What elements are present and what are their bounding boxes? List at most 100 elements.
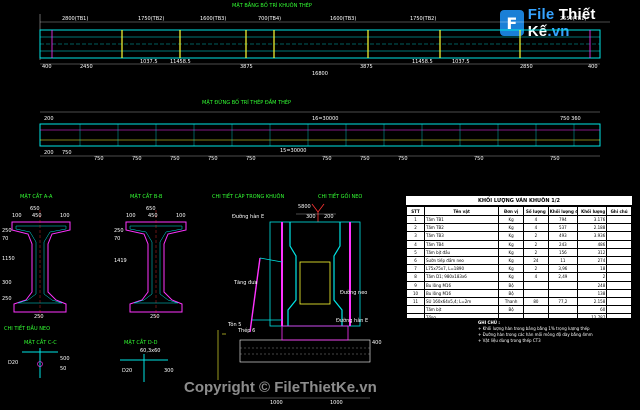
side-label: Đường hàn E — [232, 213, 264, 220]
section-b: 650 100 450 100 1419 250 70 250 — [114, 206, 187, 320]
table-header: Ghi chú — [606, 206, 632, 216]
dim-label: 1600(TB3) — [330, 16, 356, 22]
table-cell: 4 — [406, 239, 425, 249]
table-cell: 2 — [523, 247, 549, 257]
table-cell — [606, 231, 632, 241]
table-header: Khối lượng — [576, 206, 608, 216]
logo-suffix: Thiết Kế — [527, 6, 596, 40]
table-cell: Kg — [498, 247, 524, 257]
dim-label: 650 — [30, 206, 40, 212]
dim-label: 3875 — [360, 64, 373, 70]
dim-label: D20 — [8, 360, 18, 366]
table-cell: Kg — [498, 239, 524, 249]
dim-label: 11458.5 — [170, 59, 191, 65]
dim-label: 70 — [2, 236, 8, 242]
table-cell: Bộ — [498, 280, 524, 290]
table-header: Đơn vị — [498, 206, 524, 216]
dim-label: 200 — [44, 150, 54, 156]
dim-label: 400 — [42, 64, 52, 70]
table-cell: 537 — [547, 223, 579, 233]
table-cell: 156 — [547, 247, 579, 257]
dim-label: 750 360 — [560, 116, 581, 122]
table-cell: 138 — [576, 288, 608, 298]
dim-label: 1150 — [2, 256, 15, 262]
dim-label: 2850 — [520, 64, 533, 70]
dim-label: 750 — [398, 156, 408, 162]
dim-label: 100 — [176, 213, 186, 219]
dim-label: 400 — [372, 340, 382, 346]
table-cell: Kg — [498, 272, 524, 282]
dim-label: 11458.5 — [412, 59, 433, 65]
table-cell: 77,2 — [547, 296, 579, 307]
table-cell — [606, 247, 632, 257]
side-detail: 5800 300 200 Đường hàn E Tăng đưa Tôn 5 … — [217, 203, 382, 406]
table-cell — [606, 255, 632, 266]
dim-label: 3875 — [240, 64, 253, 70]
title-small-a: MẶT CẮT C-C — [24, 338, 57, 346]
dim-label: 250 — [114, 228, 124, 234]
side-label: Tăng đưa — [233, 280, 257, 286]
logo-brand: File — [527, 6, 555, 23]
table-cell: 243 — [547, 239, 579, 249]
title-small-b: MẶT CẮT D-D — [124, 338, 158, 346]
table-cell: 4 — [523, 272, 549, 282]
table-cell: 3 — [406, 231, 425, 241]
dim-label: 750 — [322, 156, 332, 162]
table-cell: 2.188 — [576, 223, 608, 233]
table-body: STT Tên vật Đơn vị Số lượng Khối lượng đ… — [406, 206, 632, 323]
table-cell: Kg — [498, 231, 524, 241]
table-cell: 4 — [523, 214, 549, 225]
table-cell: 18 — [576, 264, 608, 274]
side-label: Đường neo — [340, 289, 367, 296]
notes-title: GHI CHÚ : — [478, 320, 501, 325]
table-cell: L75x75x7, L=1890 — [423, 264, 500, 274]
table-cell — [606, 264, 632, 274]
dim-label: 2450 — [80, 64, 93, 70]
dim-label: 750 — [550, 156, 560, 162]
dim-label: 5800 — [298, 204, 311, 210]
title-section-a: MẶT CẮT A-A — [20, 192, 53, 200]
table-cell: Kg — [498, 264, 524, 274]
dim-label: 100 — [12, 213, 22, 219]
dim-label: 750 — [94, 156, 104, 162]
dim-label: 450 — [32, 213, 42, 219]
table-header: Tên vật — [423, 206, 500, 216]
table-cell — [606, 305, 632, 315]
table-cell — [606, 214, 632, 225]
table-cell: Bu lông M16 — [423, 288, 500, 298]
table-cell: Kg — [498, 214, 524, 225]
table-cell: Tấm TB3 — [423, 231, 500, 241]
table-cell: 9 — [406, 280, 425, 290]
dim-label: 750 — [132, 156, 142, 162]
dim-total: 16800 — [312, 71, 328, 77]
table-cell: Bộ — [498, 288, 524, 298]
small-section-a: D20 500 50 — [8, 348, 70, 378]
dim-label: 500 — [60, 356, 70, 362]
table-cell: 24 — [523, 255, 549, 266]
dim-label: 750 — [246, 156, 256, 162]
table-cell: 11 — [406, 296, 425, 307]
copyright-text: Copyright © FileThietKe.vn — [184, 378, 377, 396]
table-cell: 2 — [523, 239, 549, 249]
table-cell — [523, 305, 549, 315]
dim-label: 1600(TB3) — [200, 16, 226, 22]
dim-label: 15=30000 — [280, 148, 306, 154]
table-cell — [606, 272, 632, 282]
dim-label: 750 — [360, 156, 370, 162]
dim-label: 450 — [148, 213, 158, 219]
table-cell: 2.158 — [576, 296, 608, 307]
table-cell: Tấm TB4 — [423, 239, 500, 249]
dim-label: 1037.5 — [140, 59, 158, 65]
side-label: Thép 6 — [237, 327, 255, 334]
table-cell: 8 — [406, 272, 425, 282]
title-top: MẶT BẰNG BỐ TRÍ KHUÔN THÉP — [232, 1, 312, 9]
